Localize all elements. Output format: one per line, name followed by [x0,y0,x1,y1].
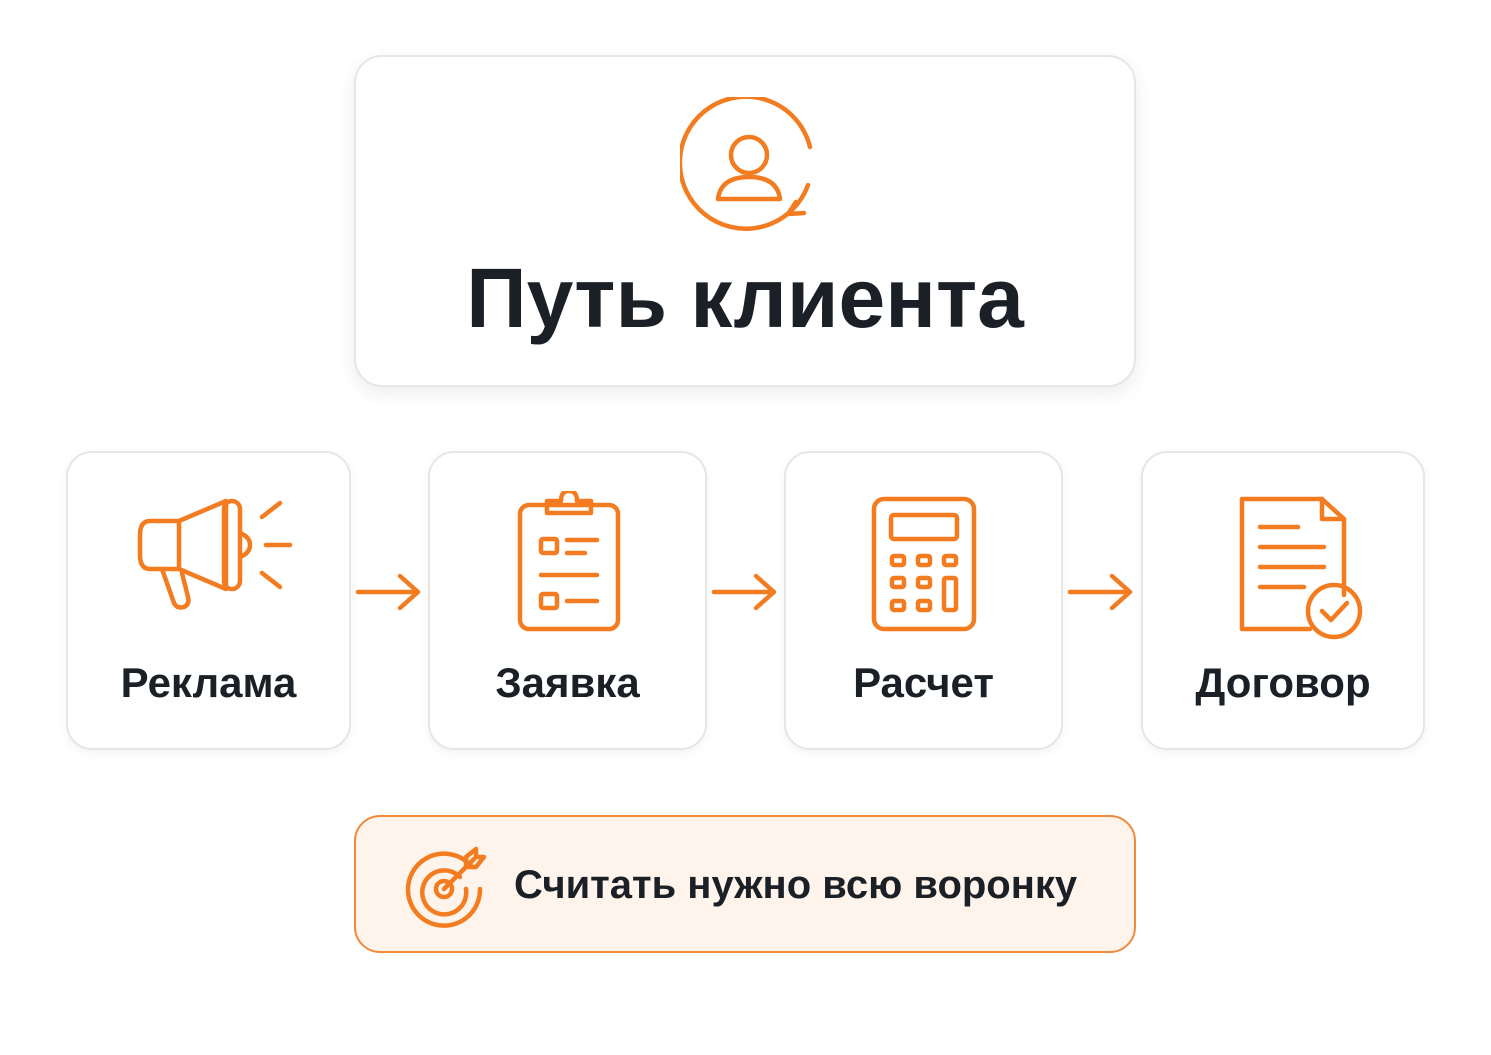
user-cycle-icon [680,97,813,231]
page-title: Путь клиента [466,251,1024,345]
step-card-request: Заявка [428,451,707,750]
megaphone-icon [137,498,292,610]
note-text: Считать нужно всю воронку [514,863,1078,907]
title-card: Путь клиента [354,55,1136,387]
arrow-right-icon [711,573,777,611]
clipboard-icon [517,491,620,632]
funnel-note: Считать нужно всю воронку [354,815,1136,953]
arrow-right-icon [355,573,421,611]
step-card-calculation: Расчет [784,451,1063,750]
calculator-icon [871,496,976,632]
arrow-right-icon [1067,573,1133,611]
document-check-icon [1239,496,1363,640]
step-label: Реклама [120,659,297,706]
target-icon [405,846,487,928]
step-label: Договор [1195,659,1371,706]
step-label: Расчет [853,659,994,706]
step-card-advertising: Реклама [66,451,351,750]
step-label: Заявка [495,659,640,706]
step-card-contract: Договор [1141,451,1425,750]
